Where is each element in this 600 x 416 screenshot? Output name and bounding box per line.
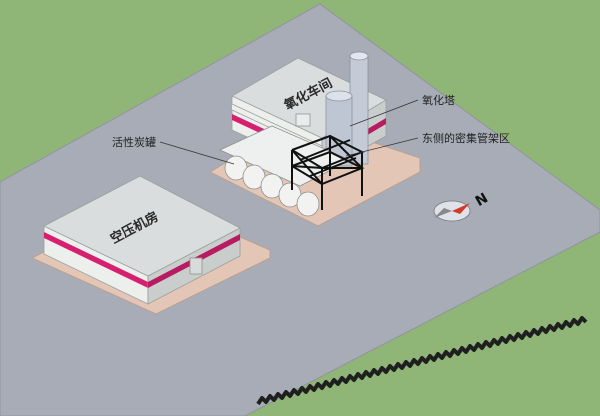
oxidation-tower-stack-top — [349, 51, 369, 61]
callout-oxidation-tower-label: 氧化塔 — [422, 93, 455, 107]
callout-carbon-tank: 活性炭罐 — [112, 135, 235, 165]
callout-oxidation-tower: 氧化塔 — [349, 93, 455, 127]
callout-pipe-rack-label: 东侧的密集管架区 — [422, 131, 510, 145]
compass-needle-south — [434, 208, 452, 218]
compass-needle-north — [452, 203, 470, 214]
carbon-tanks — [224, 155, 320, 217]
oxidation-tower-body-top — [325, 90, 353, 102]
compressor-roof — [43, 175, 241, 277]
compressor-door — [189, 257, 203, 275]
carbon-tank — [296, 191, 320, 217]
compressor-pink-stripe-left — [44, 232, 148, 288]
callout-pipe-rack: 东侧的密集管架区 — [345, 131, 510, 157]
callout-carbon-tank-label: 活性炭罐 — [112, 135, 156, 149]
perimeter-fence — [256, 316, 588, 406]
rooftop-unit — [295, 113, 311, 127]
